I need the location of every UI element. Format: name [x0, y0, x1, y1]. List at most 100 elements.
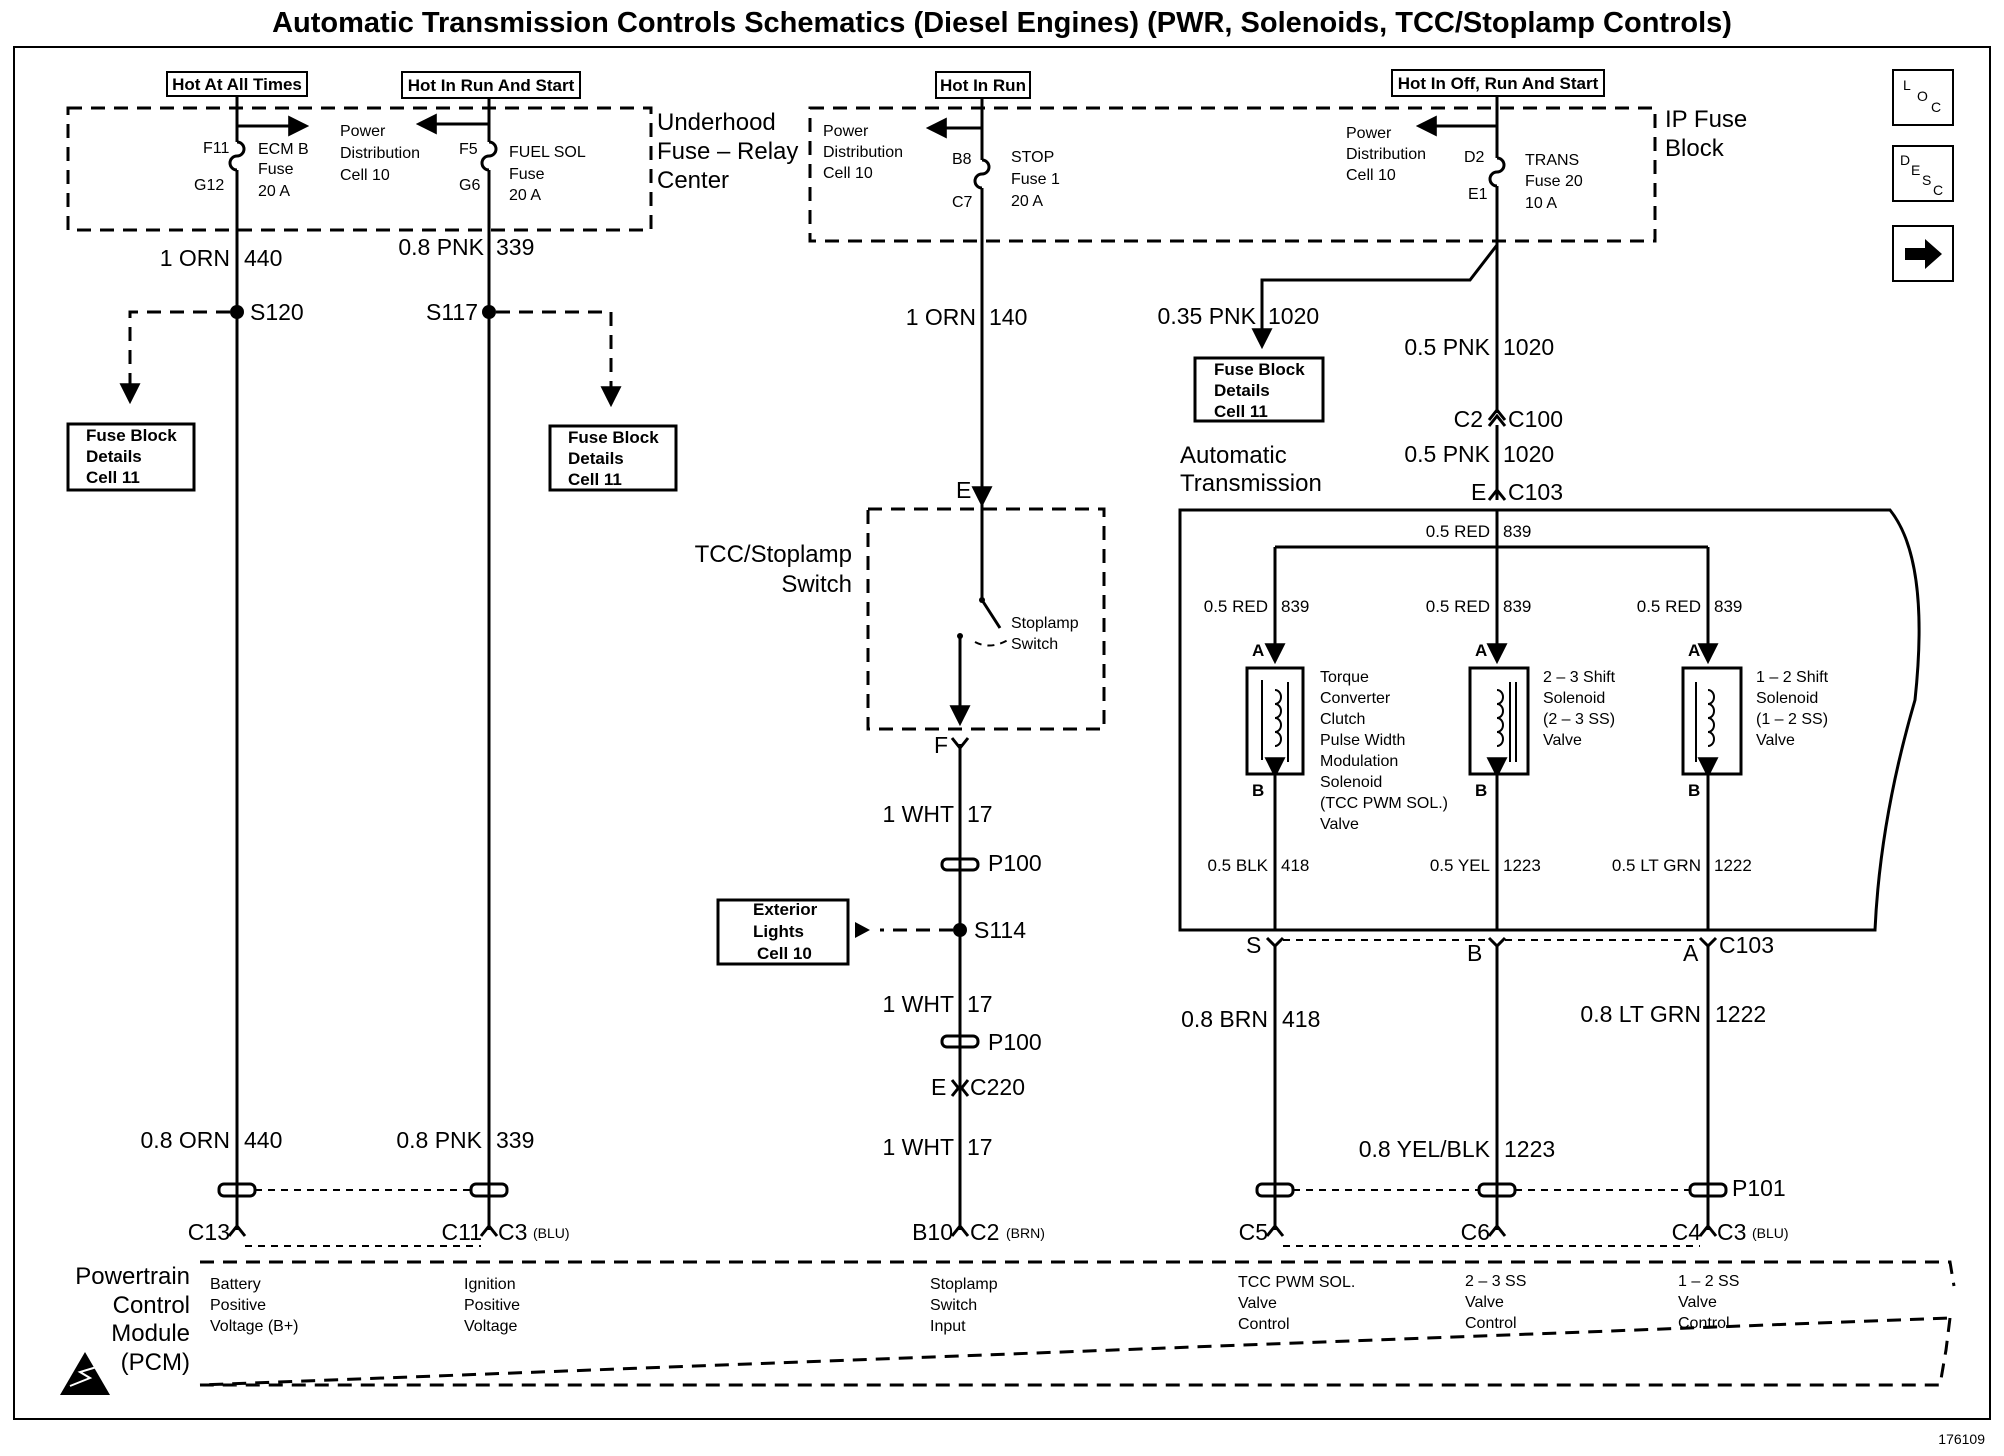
circuit-1222: 1222 — [1715, 1001, 1766, 1027]
svg-text:Cell 11: Cell 11 — [568, 470, 622, 489]
connector-a: A — [1683, 940, 1699, 966]
svg-text:Input: Input — [930, 1318, 966, 1335]
stoplamp-switch-contact — [980, 599, 1002, 629]
ss23-solenoid-label: 2 – 3 Shift — [1543, 669, 1616, 686]
tcc-pwm-solenoid-coil — [1245, 666, 1305, 776]
svg-text:Cell 11: Cell 11 — [1214, 402, 1268, 421]
splice-s117-dot — [482, 305, 496, 319]
svg-text:Cell 10: Cell 10 — [340, 167, 390, 184]
circuit-339-top: 339 — [496, 234, 534, 260]
figure-number: 176109 — [1938, 1431, 1985, 1447]
svg-text:D: D — [1900, 152, 1910, 168]
pcm-input-stoplamp: Stoplamp — [930, 1276, 998, 1293]
exterior-lights-link[interactable]: Exterior Lights Cell 10 — [716, 898, 850, 966]
ss23-solenoid-coil — [1468, 666, 1530, 776]
svg-text:0.5 LT GRN: 0.5 LT GRN — [1612, 856, 1701, 875]
svg-text:Exterior: Exterior — [753, 900, 818, 919]
svg-text:Cell 10: Cell 10 — [757, 944, 812, 963]
pcm-input-tcc-pwm: TCC PWM SOL. — [1238, 1274, 1355, 1291]
pcm-name-2: Control — [113, 1292, 190, 1319]
svg-text:Positive: Positive — [210, 1297, 266, 1314]
connector-c103-top: C103 — [1508, 479, 1563, 505]
svg-text:Hot In Run And Start: Hot In Run And Start — [408, 76, 575, 95]
fuse-block-details-link-mid[interactable]: Fuse Block Details Cell 11 — [548, 424, 678, 492]
desc-nav-button[interactable]: D E S C — [1892, 145, 1954, 202]
ip-fuse-block-box — [808, 106, 1657, 243]
stoplamp-switch-inner-1: Stoplamp — [1011, 615, 1079, 632]
svg-text:839: 839 — [1714, 597, 1742, 616]
wire-label-1-orn: 1 ORN — [160, 245, 230, 271]
circuit-1020-a: 1020 — [1268, 303, 1319, 329]
svg-text:Hot In Run: Hot In Run — [940, 76, 1026, 95]
outer-frame — [13, 46, 1991, 1420]
circuit-1223: 1223 — [1504, 1136, 1555, 1162]
tcc-stoplamp-switch-title-2: Switch — [781, 571, 852, 598]
svg-text:0.5 RED: 0.5 RED — [1426, 522, 1490, 541]
svg-text:Lights: Lights — [753, 922, 804, 941]
connector-s: S — [1246, 932, 1261, 958]
svg-text:Hot In Off, Run And Start: Hot In Off, Run And Start — [1398, 74, 1599, 93]
circuit-418: 418 — [1282, 1006, 1320, 1032]
fuse-block-details-link-right[interactable]: Fuse Block Details Cell 11 — [1193, 356, 1325, 423]
svg-text:Switch: Switch — [930, 1297, 977, 1314]
wire-label-0-5-pnk-b: 0.5 PNK — [1404, 441, 1490, 467]
next-page-button[interactable] — [1892, 225, 1954, 282]
ss12-solenoid-label: 1 – 2 Shift — [1756, 669, 1829, 686]
svg-text:Details: Details — [86, 447, 142, 466]
power-distribution-label-1: Power — [340, 123, 386, 140]
connector-c3-pcm-color: (BLU) — [1752, 1225, 1789, 1241]
pin-b8: B8 — [952, 151, 972, 168]
svg-text:Fuse 1: Fuse 1 — [1011, 171, 1060, 188]
pcm-box — [199, 1260, 1956, 1387]
splice-s114-label: S114 — [974, 917, 1026, 943]
svg-text:Valve: Valve — [1543, 732, 1582, 749]
svg-text:Valve: Valve — [1238, 1295, 1277, 1312]
connector-c103-bottom: C103 — [1719, 932, 1774, 958]
underhood-label-2: Fuse – Relay — [657, 138, 798, 165]
svg-text:L: L — [1903, 77, 1911, 93]
circuit-17-c: 17 — [967, 1134, 993, 1160]
connector-c100: C100 — [1508, 406, 1563, 432]
svg-text:Fuse 20: Fuse 20 — [1525, 173, 1583, 190]
svg-text:B: B — [1475, 781, 1487, 800]
pin-f5: F5 — [459, 141, 478, 158]
connector-c2: C2 — [1454, 406, 1483, 432]
automatic-transmission-label-2: Transmission — [1180, 470, 1322, 497]
wire-label-1-wht-c: 1 WHT — [882, 1134, 954, 1160]
svg-text:20 A: 20 A — [1011, 193, 1043, 210]
ecm-b-fuse-name: ECM B — [258, 141, 309, 158]
svg-text:Distribution: Distribution — [340, 145, 420, 162]
wire-label-0-8-pnk: 0.8 PNK — [398, 234, 484, 260]
connector-p100-upper: P100 — [988, 850, 1042, 876]
svg-text:Details: Details — [1214, 381, 1270, 400]
circuit-440-bottom: 440 — [244, 1127, 282, 1153]
page-title: Automatic Transmission Controls Schemati… — [272, 7, 1732, 39]
pcm-input-ignition: Ignition — [464, 1276, 516, 1293]
wire-label-0-8-yel-blk: 0.8 YEL/BLK — [1359, 1136, 1491, 1162]
pin-e1: E1 — [1468, 186, 1488, 203]
pcm-name-4: (PCM) — [121, 1349, 190, 1376]
wire-label-1-orn-140: 1 ORN — [906, 304, 976, 330]
svg-text:B: B — [1252, 781, 1264, 800]
svg-text:Cell 10: Cell 10 — [823, 165, 873, 182]
hot-at-all-times-label: Hot At All Times — [166, 71, 308, 97]
svg-text:S: S — [1922, 172, 1931, 188]
svg-text:Solenoid: Solenoid — [1543, 690, 1605, 707]
circuit-1020-b: 1020 — [1503, 334, 1554, 360]
svg-text:Clutch: Clutch — [1320, 711, 1365, 728]
fuse-block-details-link-left[interactable]: Fuse Block Details Cell 11 — [66, 422, 196, 492]
trans-fuse-name: TRANS — [1525, 152, 1579, 169]
connector-c2-color: (BRN) — [1006, 1225, 1045, 1241]
svg-text:Fuse Block: Fuse Block — [568, 428, 659, 447]
circuit-1020-c: 1020 — [1503, 441, 1554, 467]
svg-text:A: A — [1252, 641, 1264, 660]
pin-g6: G6 — [459, 177, 480, 194]
svg-text:Distribution: Distribution — [1346, 146, 1426, 163]
loc-nav-button[interactable]: L O C — [1892, 69, 1954, 126]
tcc-stoplamp-switch-box — [866, 507, 1106, 731]
connector-p101: P101 — [1732, 1175, 1786, 1201]
wire-label-0-8-pnk-bottom: 0.8 PNK — [396, 1127, 482, 1153]
underhood-fuse-relay-center-box — [66, 106, 653, 232]
ip-fuse-block-label-1: IP Fuse — [1665, 106, 1747, 133]
svg-text:839: 839 — [1503, 522, 1531, 541]
